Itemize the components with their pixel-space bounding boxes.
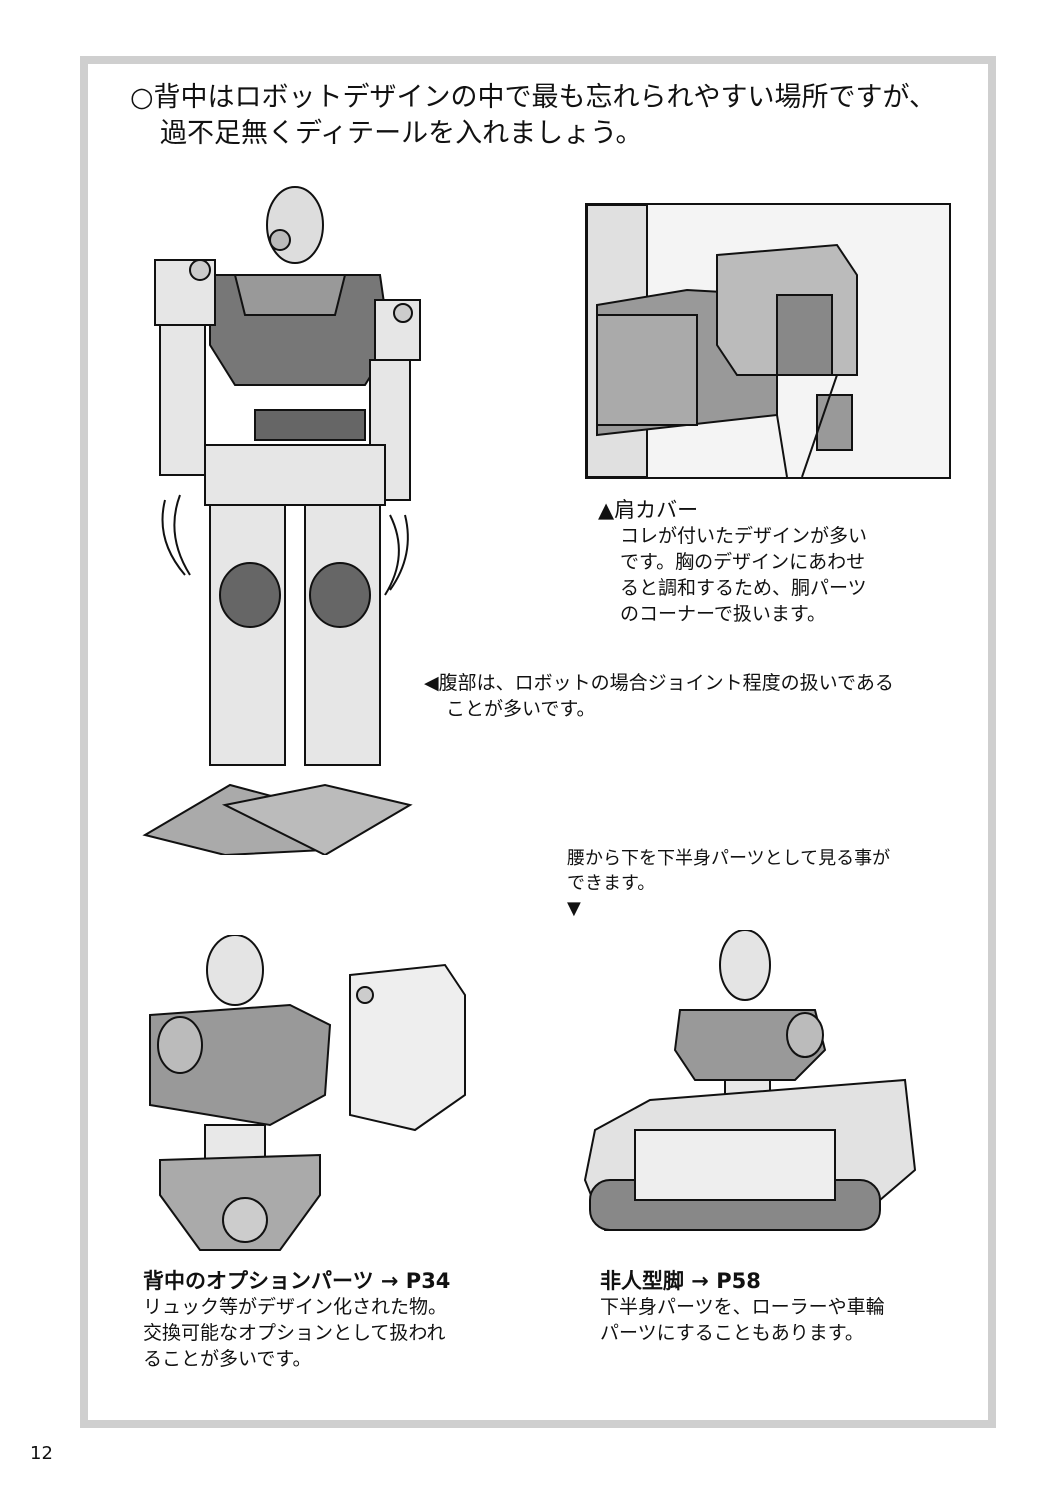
robot-back-illustration [142,186,421,855]
shoulder-cover-caption: ▲肩カバー コレが付いたデザインが多い です。胸のデザインにあわせ ると調和する… [598,497,867,627]
page-number: 12 [30,1443,53,1464]
title-line-2: 過不足無くディテールを入れましょう。 [160,118,643,149]
caption-line: 交換可能なオプションとして扱われ [143,1322,446,1344]
caption-line: のコーナーで扱います。 [620,603,826,625]
title-line-1: ○背中はロボットデザインの中で最も忘れられやすい場所ですが、 [130,82,937,113]
caption-line: ◀腹部は、ロボットの場合ジョイント程度の扱いである [424,672,894,694]
caption-line: できます。 [567,873,656,894]
backpack-caption: 背中のオプションパーツ → P34 リュック等がデザイン化された物。 交換可能な… [143,1268,450,1372]
backpack-heading: 背中のオプションパーツ → P34 [143,1269,451,1293]
nonhuman-leg-heading: 非人型脚 → P58 [600,1269,761,1293]
waist-caption: 腰から下を下半身パーツとして見る事が できます。 ▼ [567,846,890,921]
caption-line: ることが多いです。 [143,1348,312,1370]
caption-line: 腰から下を下半身パーツとして見る事が [567,848,891,869]
caption-line: ことが多いです。 [446,698,596,720]
caption-line: リュック等がデザイン化された物。 [143,1296,448,1318]
shoulder-closeup-drawing [587,205,858,477]
down-arrow-icon: ▼ [567,898,581,919]
caption-line: コレが付いたデザインが多い [620,525,868,547]
caption-line: ると調和するため、胴パーツ [620,577,867,599]
caption-line: です。胸のデザインにあわせ [620,551,866,573]
page-title: ○背中はロボットデザインの中で最も忘れられやすい場所ですが、 過不足無くディテー… [130,80,936,152]
caption-line: 下半身パーツを、ローラーや車輪 [600,1296,885,1318]
nonhuman-leg-caption: 非人型脚 → P58 下半身パーツを、ローラーや車輪 パーツにすることもあります… [600,1268,885,1346]
caption-line: パーツにすることもあります。 [600,1322,864,1344]
shoulder-cover-heading: ▲肩カバー [598,498,699,522]
shoulder-cover-closeup [585,203,951,479]
abdomen-caption: ◀腹部は、ロボットの場合ジョイント程度の扱いである ことが多いです。 [424,670,894,722]
backpack-torso-illustration [149,935,466,1251]
tank-leg-robot-illustration [583,930,917,1231]
